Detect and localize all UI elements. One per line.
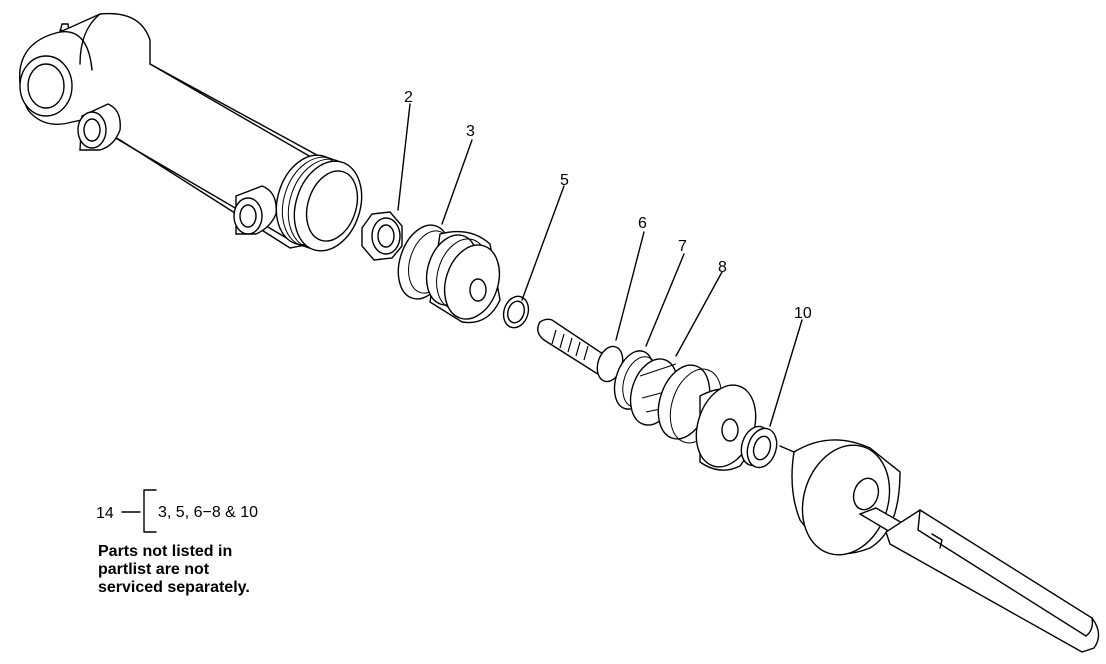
leader-line-7 [645,253,685,347]
end-cap-and-handle [779,439,1100,653]
leader-line-10 [769,319,803,427]
part-5-o-ring [502,295,530,329]
service-note-line-3: serviced separately. [98,579,250,596]
part-3-piston [397,224,501,324]
kit-bracket: 14 3, 5, 6−8 & 10 [96,489,258,533]
callout-5: 5 [560,172,569,189]
callout-3: 3 [466,123,475,140]
cylinder-body [18,12,363,252]
leader-lines [397,103,803,427]
callout-8: 8 [718,259,727,276]
callout-7: 7 [678,238,687,255]
leader-line-5 [521,185,565,301]
kit-number: 14 [96,505,114,522]
cylinder-threaded-end [275,154,363,252]
leader-line-8 [675,271,723,357]
hydraulic-port-lower [233,185,277,235]
leader-line-3 [441,139,473,225]
service-note-line-1: Parts not listed in [98,543,233,560]
callout-2: 2 [404,89,413,106]
leader-line-2 [397,103,411,211]
parts-6-7-8-spool-assembly [613,350,757,471]
hydraulic-port-upper [77,103,121,151]
kit-contents: 3, 5, 6−8 & 10 [158,504,258,521]
callout-labels: 2 3 5 6 7 8 10 [404,89,812,322]
callout-10: 10 [794,305,812,322]
service-note-line-2: partlist are not [98,561,210,578]
leader-line-6 [615,231,645,341]
service-note: Parts not listed in partlist are not ser… [98,543,338,597]
spool-rod [537,318,624,383]
part-10-bushing [740,425,778,469]
callout-6: 6 [638,215,647,232]
part-2-nut [361,211,403,261]
